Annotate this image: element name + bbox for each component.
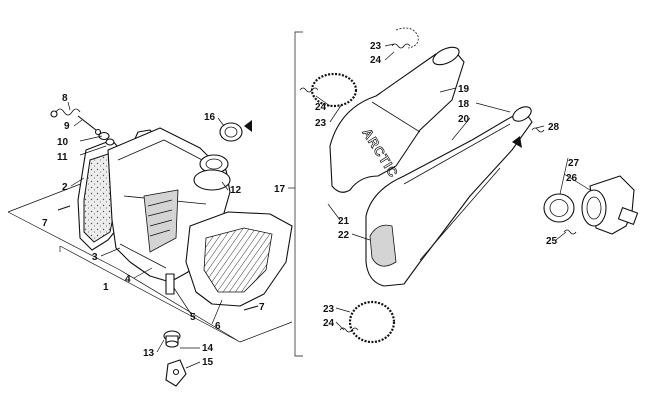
callout-24-low: 24: [323, 318, 335, 329]
assembly-bracket-17: [294, 31, 303, 357]
grommet-10-11: [98, 131, 115, 146]
spring-25: [563, 229, 577, 235]
callout-25: 25: [546, 236, 558, 247]
callout-11: 11: [57, 152, 68, 163]
callout-27: 27: [568, 158, 580, 169]
callout-28: 28: [548, 122, 560, 133]
callout-19: 19: [458, 84, 470, 95]
callout-labels: 8 9 10 11 2 7 3 4 1 5 6 7 12 16 13 14 15…: [42, 41, 580, 368]
callout-23-mid: 23: [315, 118, 327, 129]
bolt-9: [77, 115, 102, 136]
front-heat-shield: [185, 211, 293, 307]
callout-17: 17: [274, 184, 286, 195]
callout-1: 1: [103, 282, 109, 293]
gasket-16: [219, 120, 252, 142]
callout-12: 12: [230, 185, 242, 196]
screws-7: [57, 205, 259, 311]
callout-8: 8: [62, 93, 68, 104]
grommet-13: [163, 330, 181, 348]
spring-24-top: [391, 43, 411, 49]
callout-24-top: 24: [370, 55, 382, 66]
bracket-15: [165, 359, 187, 387]
seal-ring-23-top: [395, 27, 419, 49]
seal-ring-23-mid: [310, 72, 358, 108]
callout-18: 18: [458, 99, 470, 110]
muffler-group: [7, 108, 293, 387]
callout-23-low: 23: [323, 304, 335, 315]
callout-7-right: 7: [259, 302, 265, 313]
callout-10: 10: [57, 137, 69, 148]
callout-13: 13: [143, 348, 155, 359]
callout-3: 3: [92, 252, 98, 263]
exhaust-manifold-27: [581, 175, 639, 235]
callout-9: 9: [64, 121, 70, 132]
spring-24-mid: [299, 87, 319, 93]
callout-7-left: 7: [42, 218, 48, 229]
callout-21: 21: [338, 216, 350, 227]
callout-26: 26: [566, 173, 578, 184]
callout-14: 14: [202, 343, 214, 354]
callout-15: 15: [202, 357, 214, 368]
lower-chamber: [365, 106, 533, 287]
expansion-chamber-group: ARCTIC CAT: [294, 27, 639, 357]
spring-24-low: [339, 327, 359, 333]
spring-8: [50, 108, 81, 118]
callout-6: 6: [215, 321, 221, 332]
callout-22: 22: [338, 230, 350, 241]
callout-20: 20: [458, 114, 470, 125]
leader-lines: [67, 43, 591, 369]
callout-2: 2: [62, 182, 68, 193]
callout-16: 16: [204, 112, 216, 123]
callout-24-mid: 24: [315, 102, 327, 113]
callout-23-top: 23: [370, 41, 382, 52]
callout-4: 4: [125, 274, 131, 285]
seal-ring-23-low: [348, 300, 396, 344]
exhaust-gasket-26: [543, 193, 575, 223]
callout-5: 5: [190, 312, 196, 323]
spring-28: [531, 127, 545, 133]
